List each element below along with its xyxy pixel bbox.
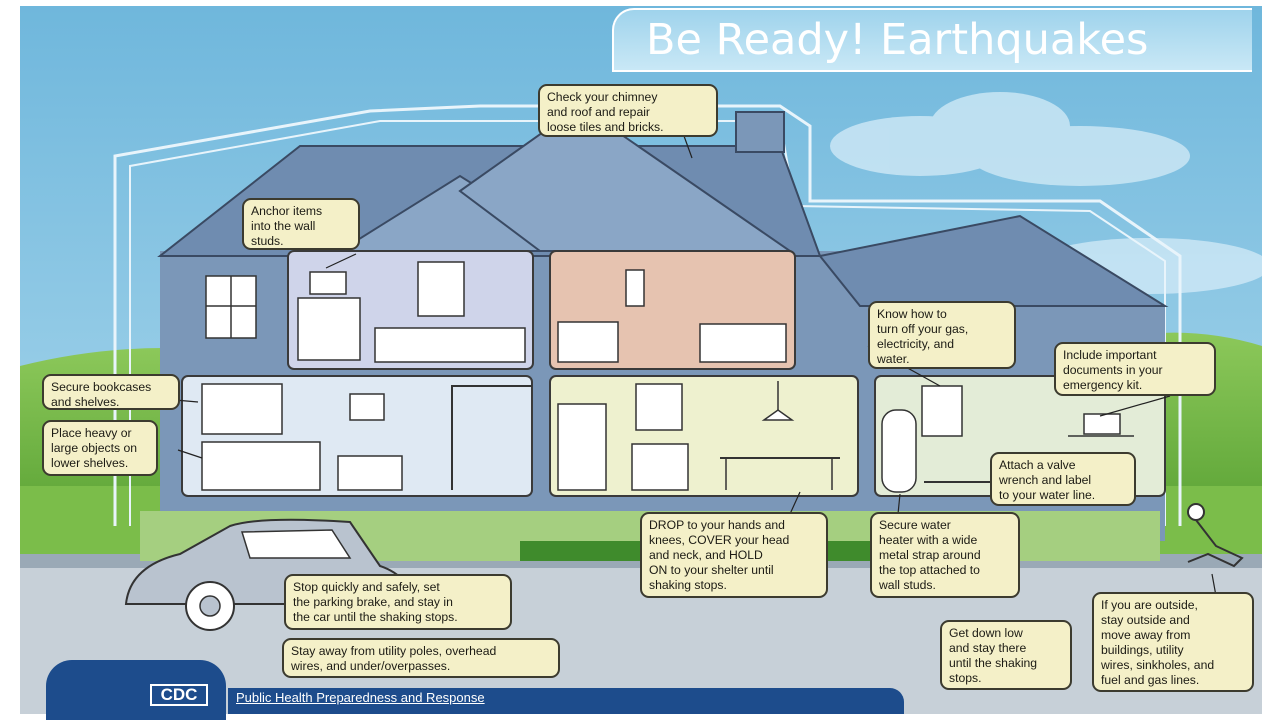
crouching-person: [1187, 503, 1244, 568]
callout-get-down: Get down low and stay there until the sh…: [940, 620, 1072, 690]
callout-bookcases: Secure bookcases and shelves.: [42, 374, 180, 410]
footer-bar: [228, 688, 904, 714]
callout-chimney: Check your chimney and roof and repair l…: [538, 84, 718, 137]
callout-outside: If you are outside, stay outside and mov…: [1092, 592, 1254, 692]
callout-water-heater: Secure water heater with a wide metal st…: [870, 512, 1020, 598]
title-banner: [612, 8, 1252, 72]
footer-link[interactable]: Public Health Preparedness and Response: [236, 690, 485, 705]
furniture: [201, 261, 1134, 493]
callout-drop-cover-hold: DROP to your hands and knees, COVER your…: [640, 512, 828, 598]
callout-utility-poles: Stay away from utility poles, overhead w…: [282, 638, 560, 678]
page-title: Be Ready! Earthquakes: [646, 15, 1149, 65]
callout-valve: Attach a valve wrench and label to your …: [990, 452, 1136, 506]
cdc-logo-badge: [46, 660, 226, 720]
cdc-logo: CDC: [150, 684, 208, 706]
callout-heavy-objects: Place heavy or large objects on lower sh…: [42, 420, 158, 476]
clouds: [830, 92, 1262, 294]
room-kitchen: [549, 375, 859, 497]
callout-anchor-items: Anchor items into the wall studs.: [242, 198, 360, 250]
callout-utilities: Know how to turn off your gas, electrici…: [868, 301, 1016, 369]
callout-car: Stop quickly and safely, set the parking…: [284, 574, 512, 630]
callout-documents: Include important documents in your emer…: [1054, 342, 1216, 396]
